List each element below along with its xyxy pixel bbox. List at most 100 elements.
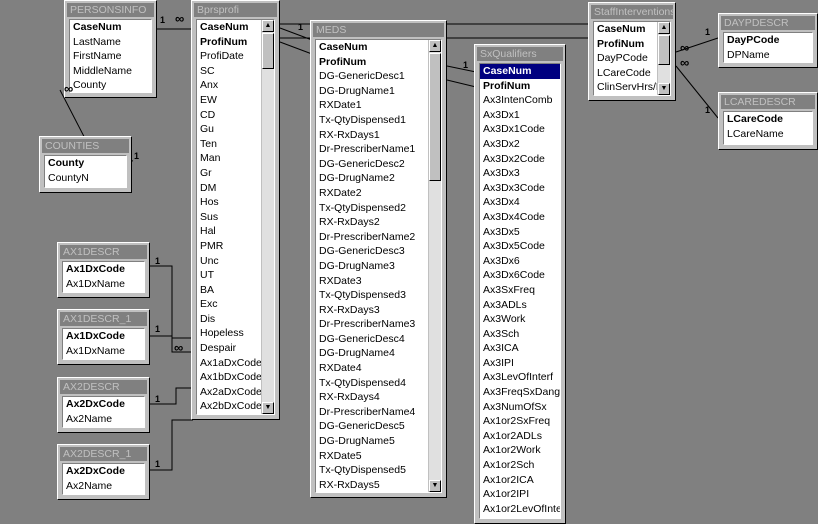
field-item[interactable]: Gu xyxy=(200,123,215,136)
field-item[interactable]: Ax2aDxCode xyxy=(200,385,262,398)
field-item[interactable]: Ax2bDxCode xyxy=(200,400,262,413)
field-item[interactable]: RX-RxDays3 xyxy=(319,303,380,316)
field-item[interactable]: Ax1or2Sch xyxy=(483,459,535,472)
field-item[interactable]: Ax3ADLs xyxy=(483,298,527,311)
field-item[interactable]: RXDate4 xyxy=(319,362,362,375)
table-title[interactable]: AX2DESCR xyxy=(60,380,147,394)
field-item[interactable]: DM xyxy=(200,181,217,194)
field-item[interactable]: Ax1aDxCode xyxy=(200,356,262,369)
field-item[interactable]: Man xyxy=(200,152,221,165)
field-item[interactable]: Ax1bDxCode xyxy=(200,371,262,384)
field-item[interactable]: Ten xyxy=(200,137,217,150)
field-item[interactable]: Ax3Dx2 xyxy=(483,137,520,150)
field-item[interactable]: LastName xyxy=(73,35,121,48)
table-title[interactable]: SxQualifiers xyxy=(477,47,563,61)
field-item[interactable]: Ax1DxName xyxy=(66,277,125,290)
field-item[interactable]: Ax1or2Work xyxy=(483,444,541,457)
field-item[interactable]: CaseNum xyxy=(597,23,646,35)
field-item[interactable]: Ax3FreqSxDanger xyxy=(483,386,560,399)
field-item[interactable]: ProfiDate xyxy=(200,50,244,63)
field-item[interactable]: Ax1or2SxFreq xyxy=(483,415,551,428)
field-item[interactable]: DayPCode xyxy=(597,52,648,65)
field-item[interactable]: DG-DrugName4 xyxy=(319,347,395,360)
field-item[interactable]: Hopeless xyxy=(200,327,244,340)
field-item[interactable]: Tx-QtyDispensed5 xyxy=(319,464,406,477)
field-item[interactable]: EW xyxy=(200,93,217,106)
field-item[interactable]: RX-RxDays1 xyxy=(319,128,380,141)
field-item[interactable]: Ax3Work xyxy=(483,313,526,326)
field-item[interactable]: RXDate3 xyxy=(319,274,362,287)
field-item[interactable]: Ax3Dx1Code xyxy=(483,123,545,136)
field-item[interactable]: RX-RxDays2 xyxy=(319,216,380,229)
scroll-thumb[interactable] xyxy=(262,33,274,69)
table-title[interactable]: PERSONSINFO xyxy=(67,3,154,17)
field-item[interactable]: MiddleName xyxy=(73,64,132,77)
field-item[interactable]: ProfiNum xyxy=(200,35,248,48)
field-item[interactable]: Ax1DxCode xyxy=(66,263,125,275)
field-item[interactable]: Ax3ICA xyxy=(483,342,519,355)
field-item[interactable]: Tx-QtyDispensed3 xyxy=(319,289,406,302)
field-item[interactable]: Dr-PrescriberName2 xyxy=(319,230,416,243)
field-item[interactable]: ProfiNum xyxy=(597,37,645,50)
field-item[interactable]: Ax3Dx4Code xyxy=(483,210,545,223)
field-item[interactable]: RX-RxDays5 xyxy=(319,478,380,491)
field-item[interactable]: ClinServHrs/Mo xyxy=(597,81,670,94)
field-item[interactable]: FirstName xyxy=(73,50,122,63)
field-item[interactable]: Hos xyxy=(200,196,219,209)
field-item[interactable]: Dr-PrescriberName3 xyxy=(319,318,416,331)
field-item[interactable]: Ax1or2ICA xyxy=(483,473,534,486)
field-item[interactable]: DG-GenericDesc5 xyxy=(319,420,405,433)
field-item[interactable]: Anx xyxy=(200,79,219,92)
field-item[interactable]: DayPCode xyxy=(727,34,780,46)
table-title[interactable]: StaffInterventions xyxy=(591,5,673,19)
field-item[interactable]: Gr xyxy=(200,166,212,179)
field-item[interactable]: Ax3Dx6Code xyxy=(483,269,545,282)
table-title[interactable]: DAYPDESCR xyxy=(721,16,815,30)
field-item[interactable]: Ax3NumOfSx xyxy=(483,400,547,413)
scroll-up-arrow-icon[interactable]: ▲ xyxy=(262,20,274,32)
field-item[interactable]: Ax2Name xyxy=(66,479,113,492)
field-item[interactable]: Tx-QtyDispensed4 xyxy=(319,376,406,389)
field-item[interactable]: Ax3Dx3Code xyxy=(483,181,545,194)
scroll-up-arrow-icon[interactable]: ▲ xyxy=(429,40,441,52)
table-title[interactable]: AX1DESCR xyxy=(60,245,147,259)
field-item[interactable]: Tx-QtyDispensed2 xyxy=(319,201,406,214)
field-item[interactable]: Ax3Dx2Code xyxy=(483,152,545,165)
field-item[interactable]: LCareCode xyxy=(727,113,784,125)
field-item[interactable]: Hal xyxy=(200,225,216,238)
field-item[interactable]: Ax3Dx5 xyxy=(483,225,520,238)
field-item[interactable]: Ax3IntenComb xyxy=(483,94,553,107)
field-item[interactable]: ProfiNum xyxy=(319,55,367,68)
field-item[interactable]: Ax3Sch xyxy=(483,327,520,340)
field-item[interactable]: ProfiNum xyxy=(483,79,531,92)
field-item[interactable]: Ax2DxCode xyxy=(66,465,125,477)
field-item[interactable]: Unc xyxy=(200,254,219,267)
table-title[interactable]: AX2DESCR_1 xyxy=(60,447,147,461)
field-item[interactable]: DG-GenericDesc3 xyxy=(319,245,405,258)
field-item[interactable]: CD xyxy=(200,108,216,121)
table-title[interactable]: Bprsprofi xyxy=(194,3,277,17)
field-item[interactable]: Tx-QtyDispensed1 xyxy=(319,113,406,126)
field-item[interactable]: Ax1DxName xyxy=(66,344,125,357)
field-item[interactable]: DG-DrugName2 xyxy=(319,172,395,185)
field-item[interactable]: RXDate5 xyxy=(319,449,362,462)
field-item[interactable]: CaseNum xyxy=(480,64,560,79)
field-item[interactable]: Dr-PrescriberName4 xyxy=(319,405,416,418)
scroll-thumb[interactable] xyxy=(429,53,441,181)
